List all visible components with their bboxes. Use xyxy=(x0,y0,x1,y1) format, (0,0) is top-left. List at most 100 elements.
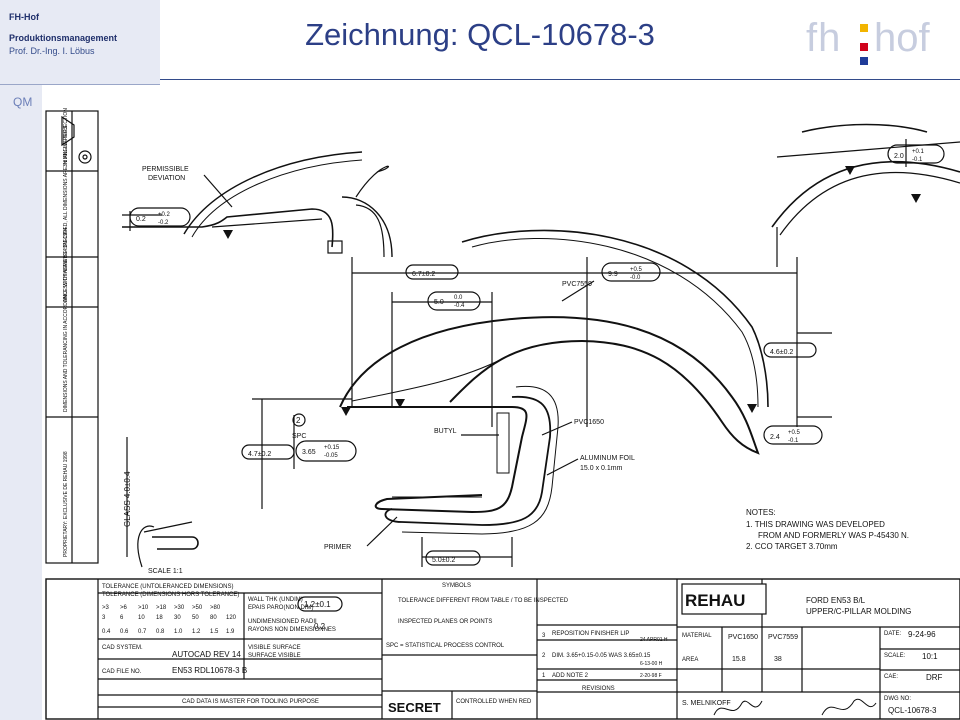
dim-h20: 2.0 xyxy=(894,153,904,160)
tb-cae-label: CAE: xyxy=(884,674,898,680)
tb-tol-7: 1.9 xyxy=(226,629,235,635)
tb-tol-3: 0.8 xyxy=(156,629,165,635)
dim-h24-minus: -0.1 xyxy=(788,438,799,444)
tb-tolerance-header: TOLERANCE (UNTOLERANCED DIMENSIONS) xyxy=(102,584,233,590)
tb-area-label: AREA xyxy=(682,657,698,663)
drawing-svg: PERMISSIBLE DEVIATION PVC7559 BUTYL PVC1… xyxy=(45,108,960,720)
tb-tol-0: 0.4 xyxy=(102,629,111,635)
dim-box-dev xyxy=(129,207,191,227)
tb-controlled: CONTROLLED WHEN RED xyxy=(456,699,532,705)
tb-range-6: >80 xyxy=(210,605,221,611)
tb-rev-1-date: 2-20-98 F xyxy=(640,673,662,679)
dim-w99-plus: +0.5 xyxy=(630,267,643,273)
org-name: FH-Hof xyxy=(9,12,39,22)
tb-cae: DRF xyxy=(926,673,943,682)
tb-undim-radii-fr: RAYONS NON DIMENSIONNES xyxy=(248,627,336,633)
logo-square-red xyxy=(860,43,868,51)
tb-wall-thk: WALL THK (UNDIM) xyxy=(248,597,303,603)
tb-range-2: >10 xyxy=(138,605,149,611)
tb-symbol-2: INSPECTED PLANES OR POINTS xyxy=(398,619,492,625)
label-glass: GLASS 4.0±0.4 xyxy=(123,471,132,527)
dim-h47: 4.7±0.2 xyxy=(248,451,271,458)
dim-dev: 0.2 xyxy=(136,216,146,223)
title-block xyxy=(45,578,960,720)
tb-rev-3-date: 24 APR01 H xyxy=(640,637,668,643)
tb-dwg-no-label: DWG NO: xyxy=(884,696,911,702)
tb-range-1: >6 xyxy=(120,605,128,611)
tb-undim-radii: UNDIMENSIONED RADII xyxy=(248,619,317,625)
tb-cad-file-val: EN53 RDL10678-3 B xyxy=(172,666,247,675)
note-1b: FROM AND FORMERLY WAS P-45430 N. xyxy=(758,531,909,540)
dim-box-h47 xyxy=(241,444,295,460)
tb-tol-1: 0.6 xyxy=(120,629,129,635)
label-aluminum-foil: ALUMINUM FOIL xyxy=(580,455,635,462)
tb-range-5: >50 xyxy=(192,605,203,611)
label-scale: SCALE 1:1 xyxy=(148,568,183,575)
tb-material-1: PVC7559 xyxy=(768,634,798,641)
dim-box-h46 xyxy=(763,342,817,358)
tb-cad-master: CAD DATA IS MASTER FOR TOOLING PURPOSE xyxy=(182,699,319,705)
tb-part-title-1: FORD EN53 B/L xyxy=(806,596,866,605)
notes-title: NOTES: xyxy=(746,508,776,517)
dim-h365-plus: +0.15 xyxy=(324,445,340,451)
dim-w99-minus: -0.0 xyxy=(630,275,641,281)
signature-1 xyxy=(713,700,763,716)
tb-rev-1-text: ADD NOTE 2 xyxy=(552,673,589,679)
tb-range-4: >30 xyxy=(174,605,185,611)
tb-area-1: 38 xyxy=(774,656,782,663)
margin-text-units: UNLESS OTHERWISE SPECIFIED, ALL DIMENSIO… xyxy=(63,125,69,302)
signature-2 xyxy=(821,698,877,716)
professor-name: Prof. Dr.-Ing. I. Löbus xyxy=(9,46,95,56)
tb-undim-radii-val: 0.2 xyxy=(314,622,326,631)
tb-scale: 10:1 xyxy=(922,652,938,661)
tb-tol-5: 1.2 xyxy=(192,629,201,635)
dim-w50: 5.0 xyxy=(434,299,444,306)
rehau-logo: REHAU xyxy=(685,591,745,610)
tb-date-label: DATE: xyxy=(884,631,902,637)
tb-range-3: >18 xyxy=(156,605,167,611)
course-name: Produktionsmanagement xyxy=(9,33,118,43)
label-pvc7559: PVC7559 xyxy=(562,281,592,288)
dim-w67: 6.7±0.2 xyxy=(412,271,435,278)
tb-range2-0: 3 xyxy=(102,615,106,621)
tb-visible-surface: VISIBLE SURFACE xyxy=(248,645,301,651)
dim-box-h20 xyxy=(887,144,945,164)
margin-text-asme: DIMENSIONS AND TOLERANCING IN ACCORDANCE… xyxy=(63,227,69,412)
tb-range2-2: 10 xyxy=(138,615,145,621)
tb-scale-label: SCALE: xyxy=(884,653,906,659)
tb-symbol-1: TOLERANCE DIFFERENT FROM TABLE / TO BE I… xyxy=(398,598,569,604)
fh-hof-logo: fh hof xyxy=(806,16,946,70)
tb-tol-2: 0.7 xyxy=(138,629,147,635)
label-butyl: BUTYL xyxy=(434,428,457,435)
tb-range2-3: 18 xyxy=(156,615,163,621)
tb-rev-2-no: 2 xyxy=(542,653,546,659)
dim-h24-plus: +0.5 xyxy=(788,430,801,436)
dim-box-w50 xyxy=(427,291,481,311)
tb-rev-3-no: 3 xyxy=(542,633,546,639)
tb-cad-system: CAD SYSTEM. xyxy=(102,645,143,651)
dim-w50-minus: -0.4 xyxy=(454,303,465,309)
section-tab-qm[interactable]: QM xyxy=(13,95,33,109)
tb-range2-1: 6 xyxy=(120,615,124,621)
label-deviation: DEVIATION xyxy=(148,175,185,182)
tb-rev-1-no: 1 xyxy=(542,673,546,679)
header-box: FH-Hof Produktionsmanagement Prof. Dr.-I… xyxy=(0,0,160,85)
tb-engineer: S. MELNIKOFF xyxy=(682,700,731,707)
tb-symbols-title: SYMBOLS xyxy=(442,583,471,589)
dim-w50b: 5.0±0.2 xyxy=(432,557,455,564)
tb-range2-6: 80 xyxy=(210,615,217,621)
tb-dwg-no: QCL-10678-3 xyxy=(888,706,937,715)
tb-part-title-2: UPPER/C-PILLAR MOLDING xyxy=(806,607,911,616)
tb-tol-6: 1.5 xyxy=(210,629,219,635)
dim-box-w67 xyxy=(405,264,459,280)
tb-visible-surface-fr: SURFACE VISIBLE xyxy=(248,653,301,659)
tb-secret: SECRET xyxy=(388,700,441,715)
tb-range-0: >3 xyxy=(102,605,110,611)
tb-symbol-3: SPC = STATISTICAL PROCESS CONTROL xyxy=(386,643,505,649)
label-spc: SPC xyxy=(292,433,306,440)
tb-wall-thk-val: 1.2±0.1 xyxy=(304,600,331,609)
label-primer: PRIMER xyxy=(324,544,351,551)
dim-w99: 9.9 xyxy=(608,271,618,278)
tb-material-0: PVC1650 xyxy=(728,634,758,641)
logo-text-fh: fh xyxy=(806,16,842,60)
